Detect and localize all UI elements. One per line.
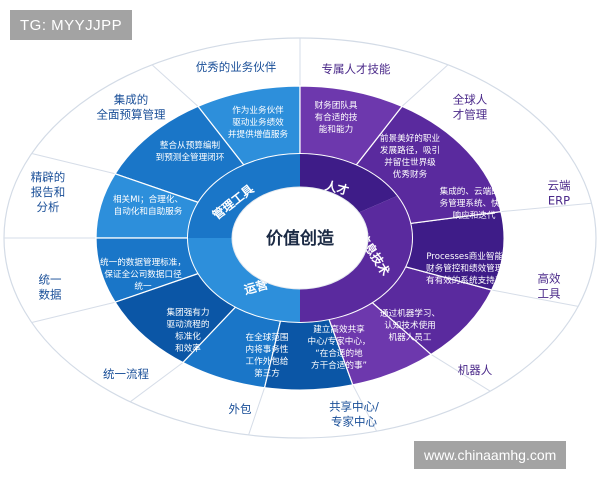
inner-text-11: 前景美好的职业发展路径，吸引并留住世界级优秀财务 bbox=[380, 132, 441, 180]
outer-label-9: 高效工具 bbox=[538, 272, 561, 301]
watermark-bottom: www.chinaamhg.com bbox=[414, 441, 567, 469]
outer-divider bbox=[31, 152, 116, 175]
center-label: 价值创造 bbox=[266, 228, 335, 249]
outer-divider bbox=[129, 362, 184, 403]
ring-mgmt-arc bbox=[188, 154, 300, 238]
inner-text-4: 统一的数据管理标准，保证全公司数据口径统一 bbox=[100, 256, 186, 292]
outer-divider bbox=[430, 354, 491, 392]
inner-ring: 作为业务伙伴驱动业务绩效并提供增值服务整合从预算编制到预测全管理闭环相关MI；合… bbox=[95, 85, 512, 391]
outer-divider bbox=[248, 387, 266, 436]
ring-label-ops: 运营 bbox=[242, 276, 269, 297]
inner-text-12: 财务团队具有合适的技能和能力 bbox=[315, 99, 358, 135]
outer-label-8: 机器人 bbox=[458, 363, 493, 377]
ring-info-arc bbox=[300, 196, 412, 322]
inner-text-2: 整合从预算编制到预测全管理闭环 bbox=[156, 139, 225, 163]
outer-label-6: 外包 bbox=[229, 402, 252, 416]
outer-label-7: 共享中心/专家中心 bbox=[329, 400, 379, 429]
inner-text-5: 集团强有力驱动流程的标准化和效率 bbox=[167, 306, 210, 354]
outer-divider bbox=[401, 64, 449, 107]
inner-text-1: 作为业务伙伴驱动业务绩效并提供增值服务 bbox=[228, 104, 289, 140]
outer-label-11: 全球人才管理 bbox=[453, 93, 488, 122]
watermark-top: TG: MYYJJPP bbox=[10, 10, 133, 40]
inner-text-7: 建立高效共享中心/专家中心，“在合适的地方干合适的事” bbox=[307, 323, 370, 371]
outer-divider bbox=[491, 289, 579, 307]
outer-label-12: 专属人才技能 bbox=[322, 62, 391, 76]
outer-divider bbox=[500, 202, 592, 213]
inner-text-9: Processes商业智能、财务管控和绩效管理均有有效的系统支持工具 bbox=[426, 250, 512, 286]
inner-text-6: 在全球范围内将事务性工作外包给第三方 bbox=[246, 331, 289, 379]
outer-divider bbox=[352, 384, 378, 432]
ring-ops-arc bbox=[188, 238, 300, 322]
center-ellipse bbox=[231, 186, 369, 290]
inner-text-10: 集成的、云端的业务管理系统、快速响应和迭代 bbox=[440, 185, 509, 221]
outer-label-5: 统一流程 bbox=[103, 367, 149, 381]
inner-text-8: 通过机器学习、认知技术使用机器人员工 bbox=[380, 307, 440, 343]
ring-talent-arc bbox=[300, 154, 397, 213]
outer-label-4: 统一数据 bbox=[39, 273, 62, 302]
outer-divider bbox=[31, 301, 116, 324]
outer-label-1: 优秀的业务伙伴 bbox=[196, 60, 277, 74]
outer-label-3: 精辟的报告和分析 bbox=[31, 170, 66, 214]
center-hub: 价值创造 bbox=[231, 186, 369, 290]
outer-divider bbox=[151, 64, 199, 107]
inner-text-3: 相关MI；合理化、自动化和自助服务 bbox=[113, 193, 183, 217]
outer-label-2: 集成的全面预算管理 bbox=[97, 93, 166, 122]
